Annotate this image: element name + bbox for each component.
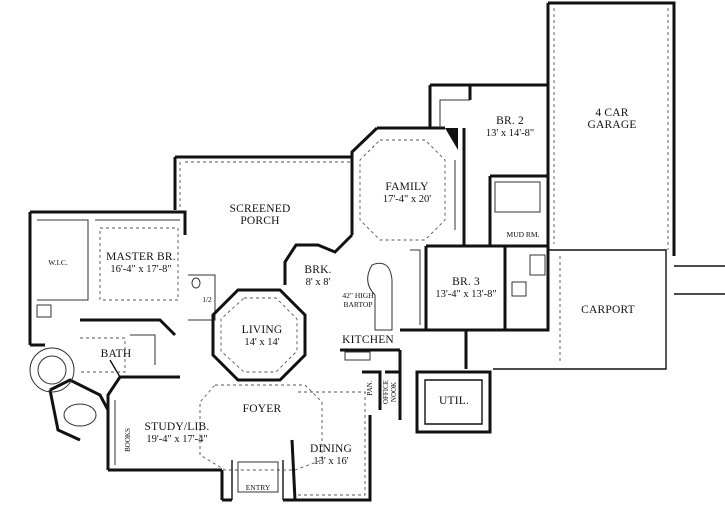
porch-label-line2: PORCH <box>240 215 279 227</box>
room-labels: 4 CAR GARAGE BR. 2 13' x 14'-8" FAMILY 1… <box>48 107 636 492</box>
master-dim: 16'-4" x 17'-8" <box>110 264 171 275</box>
garage-label-line1: 4 CAR <box>595 107 628 119</box>
fixtures <box>29 8 669 496</box>
bartop-label-line2: BARTOP <box>343 300 372 309</box>
half-bath-label: 1/2 <box>202 295 212 304</box>
brk-dim: 8' x 8' <box>306 277 331 288</box>
mud-room-label: MUD RM. <box>507 230 540 239</box>
bartop-label-line1: 42" HIGH <box>342 291 374 300</box>
garage-label-line2: GARAGE <box>587 119 636 131</box>
study-dim: 19'-4" x 17'-4" <box>146 434 207 445</box>
living-label: LIVING <box>242 324 283 336</box>
brk-label: BRK. <box>304 264 331 276</box>
family-dim: 17'-4" x 20' <box>383 194 431 205</box>
br3-label: BR. 3 <box>452 276 480 288</box>
kitchen-label: KITCHEN <box>342 334 394 346</box>
office-nook-label-line1: OFFICE <box>382 380 390 404</box>
porch-label-line1: SCREENED <box>229 203 290 215</box>
util-label: UTIL. <box>439 395 469 407</box>
living-dim: 14' x 14' <box>244 337 279 348</box>
pan-label: PAN. <box>366 380 374 395</box>
entry-label: ENTRY <box>246 483 271 492</box>
wic-label: W.I.C. <box>48 258 68 267</box>
carport-label: CARPORT <box>581 304 635 316</box>
br2-dim: 13' x 14'-8" <box>486 128 534 139</box>
bath-label: BATH <box>101 348 132 360</box>
study-label: STUDY/LIB. <box>145 421 210 433</box>
walls <box>28 1 725 502</box>
foyer-label: FOYER <box>243 403 282 415</box>
br2-label: BR. 2 <box>496 115 524 127</box>
family-label: FAMILY <box>385 181 429 193</box>
books-label: BOOKS <box>124 428 132 452</box>
dining-dim: 13' x 16' <box>313 456 348 467</box>
master-label: MASTER BR. <box>106 251 176 263</box>
br3-dim: 13'-4" x 13'-8" <box>435 289 496 300</box>
dining-label: DINING <box>310 443 352 455</box>
office-nook-label-line2: NOOK <box>390 382 398 402</box>
